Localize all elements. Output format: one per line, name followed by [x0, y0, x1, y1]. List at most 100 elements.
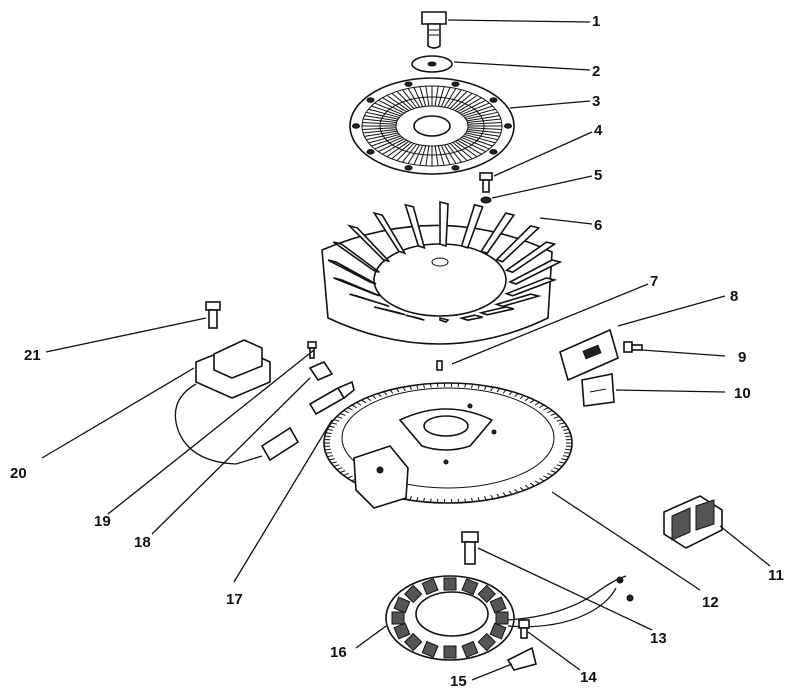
ring-gear-tooth: [564, 432, 571, 434]
screen-rib: [457, 97, 482, 113]
ring-gear-tooth: [562, 455, 569, 458]
lock-washer-part-5: [480, 196, 492, 204]
ring-gear-tooth: [339, 413, 346, 416]
washer-part-2: [411, 55, 453, 73]
screen-hole: [504, 123, 512, 129]
fan-blade: [327, 259, 377, 285]
callout-11: 11: [768, 567, 784, 584]
screw-part-21: [205, 301, 221, 329]
ring-gear-tooth: [508, 490, 513, 495]
fan-blade: [346, 224, 390, 263]
screen-rib: [464, 108, 496, 119]
screen-rib: [413, 87, 424, 107]
screen-rib: [378, 138, 405, 153]
ring-gear-tooth: [561, 458, 568, 461]
screen-rib: [362, 127, 397, 130]
ring-gear-tooth: [327, 428, 334, 431]
screen-rib: [407, 88, 421, 108]
ring-gear-tooth: [436, 498, 439, 503]
screen-rib: [459, 99, 486, 114]
callout-4: 4: [594, 122, 603, 139]
screen-rib: [446, 89, 462, 109]
screw-part-19: [307, 341, 317, 359]
stator-coil: [421, 640, 439, 658]
screen-rib: [466, 115, 500, 122]
ring-gear-tooth: [333, 419, 340, 422]
screw-part-14: [518, 619, 530, 639]
ring-gear-tooth: [343, 472, 349, 476]
screen-rib: [464, 133, 496, 144]
ring-gear-tooth: [529, 399, 535, 404]
screw-part-9: [623, 341, 643, 353]
screen-rib: [371, 105, 401, 117]
screen-rib: [362, 122, 397, 125]
screen-rib: [466, 130, 500, 137]
ring-gear-tooth: [325, 452, 332, 454]
screen-rib: [454, 140, 478, 158]
ring-gear-tooth: [502, 492, 507, 497]
screen-hole: [451, 165, 460, 171]
screen-rib: [386, 140, 410, 158]
ring-gear-tooth: [331, 422, 337, 425]
ring-gear-tooth: [402, 386, 406, 392]
ring-gear-tooth: [339, 470, 346, 473]
stator-coil: [393, 596, 411, 614]
screen-rib: [461, 102, 490, 115]
ring-gear-tooth: [484, 385, 487, 390]
callout-5: 5: [594, 167, 602, 184]
ring-gear-tooth: [539, 404, 545, 408]
ring-gear-tooth: [564, 452, 571, 454]
ring-gear-tooth: [519, 395, 525, 400]
screen-rib: [467, 127, 502, 130]
stator-coil: [461, 640, 479, 658]
stator-coil: [489, 622, 507, 640]
callout-9: 9: [738, 349, 746, 366]
screen-rib: [391, 142, 412, 160]
ring-gear-tooth: [336, 416, 343, 419]
ring-gear-tooth: [383, 391, 388, 396]
screen-rib: [434, 86, 439, 107]
screen-rib: [461, 137, 490, 150]
callout-1: 1: [592, 13, 600, 30]
callout-21: 21: [24, 347, 41, 364]
ring-gear-tooth: [361, 399, 367, 404]
stator-coil: [477, 584, 496, 604]
ring-gear-tooth: [343, 410, 349, 414]
fan-part-6: [321, 200, 563, 345]
rectifier-part-10: [581, 373, 615, 407]
screen-hole: [352, 123, 360, 129]
stator-coil: [461, 578, 479, 596]
callout-20: 20: [10, 465, 27, 482]
ring-gear-tooth: [416, 496, 419, 502]
ring-gear-tooth: [477, 496, 480, 502]
ring-gear-tooth: [464, 383, 467, 388]
ring-gear-tooth: [457, 498, 460, 503]
screen-rib: [374, 102, 403, 115]
ring-gear-tooth: [553, 416, 560, 419]
ring-gear-tooth: [502, 389, 507, 394]
ring-gear-tooth: [325, 432, 332, 434]
ring-gear-tooth: [457, 383, 460, 388]
ring-gear-tooth: [534, 480, 540, 484]
callout-2: 2: [592, 63, 600, 80]
screen-rib: [463, 135, 493, 147]
stator-coil: [477, 632, 496, 652]
fan-blade: [439, 200, 449, 248]
ring-gear-tooth: [484, 496, 487, 501]
ring-gear-tooth: [396, 388, 400, 393]
ring-gear-tooth: [556, 464, 563, 467]
clip-part-15: [506, 646, 537, 671]
ring-gear-tooth: [416, 384, 419, 390]
screen-rib: [407, 144, 421, 164]
screen-rib: [463, 105, 493, 117]
callout-6: 6: [594, 217, 602, 234]
stator-coil: [495, 611, 509, 625]
ring-gear-tooth: [508, 391, 513, 396]
stator-coil: [421, 578, 439, 596]
screen-rib: [371, 135, 401, 147]
ring-gear-tooth: [561, 425, 568, 428]
callout-12: 12: [702, 594, 719, 611]
callout-17: 17: [226, 591, 243, 608]
callout-15: 15: [450, 673, 467, 690]
